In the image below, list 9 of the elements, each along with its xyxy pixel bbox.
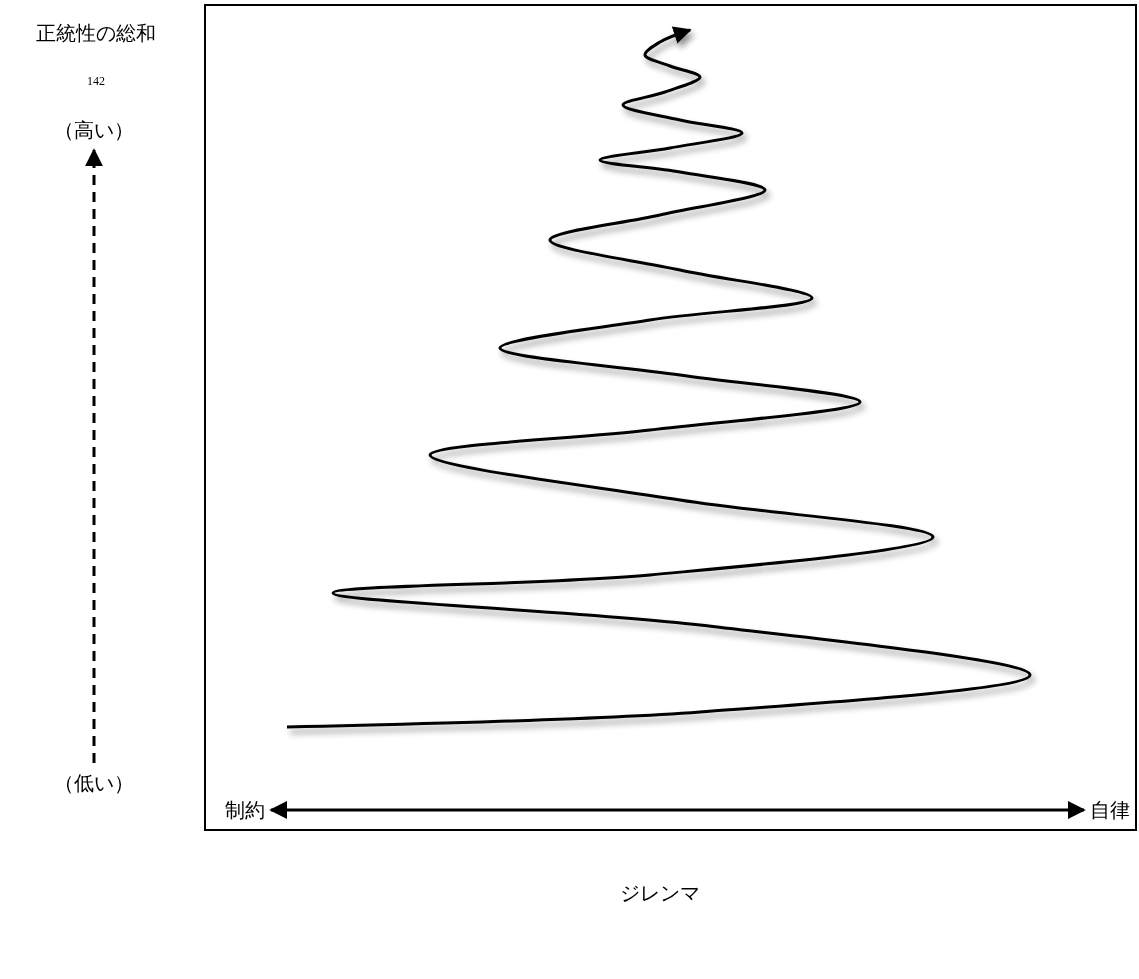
arrow [85, 148, 103, 763]
axis-label: （高い） [54, 118, 134, 142]
axis-label: （低い） [54, 771, 134, 795]
axis-label: 制約 [225, 798, 265, 822]
text-label: 正統性の総和 [36, 21, 156, 45]
text-label: ジレンマ [620, 881, 700, 905]
axis-label: 自律 [1090, 798, 1130, 822]
arrow [269, 801, 1086, 819]
text-label: 142 [87, 73, 105, 89]
